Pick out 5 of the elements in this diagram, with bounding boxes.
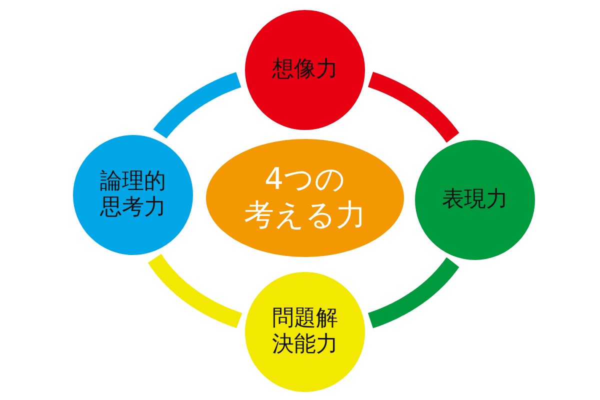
center-title: 4つの考える力 (244, 162, 366, 234)
skill-label: 論理的思考力 (100, 168, 166, 222)
skill-label: 想像力 (272, 56, 338, 84)
skill-label: 問題解決能力 (272, 306, 338, 358)
skill-label: 表現力 (442, 186, 508, 214)
